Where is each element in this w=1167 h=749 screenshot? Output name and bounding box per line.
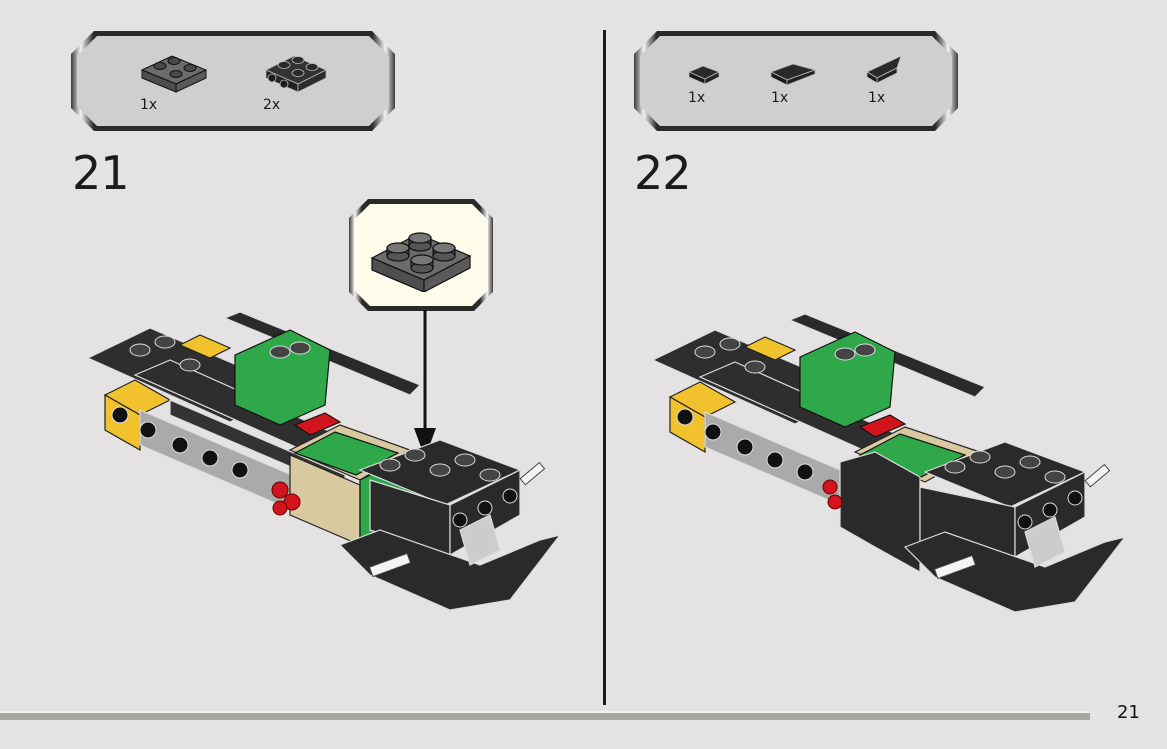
wedge-tile-icon [769, 63, 817, 86]
parts-box-frame [71, 31, 395, 131]
plate-2x2-icon [140, 55, 208, 93]
qty-label: 2x [263, 97, 281, 113]
step-22-model-illustration [651, 313, 1127, 613]
page-footer-bar [0, 711, 1090, 720]
step-divider [603, 30, 606, 705]
step-21-model-illustration [86, 311, 562, 611]
page-number: 21 [1117, 702, 1140, 723]
step-number: 22 [634, 146, 692, 200]
qty-label: 1x [688, 90, 706, 106]
step-21-parts-list: 1x 2x [70, 30, 396, 132]
down-arrow-icon [414, 310, 436, 458]
qty-label: 1x [771, 90, 789, 106]
wedge-plate-icon [866, 55, 902, 84]
qty-label: 1x [868, 90, 886, 106]
plate-2x2-icon [370, 232, 472, 292]
qty-label: 1x [140, 97, 158, 113]
callout-part-box [348, 198, 494, 312]
step-number: 21 [72, 146, 130, 200]
plate-side-studs-icon [265, 55, 327, 93]
step-22-parts-list: 1x 1x 1x [633, 30, 959, 132]
tile-1x1-icon [687, 65, 720, 85]
